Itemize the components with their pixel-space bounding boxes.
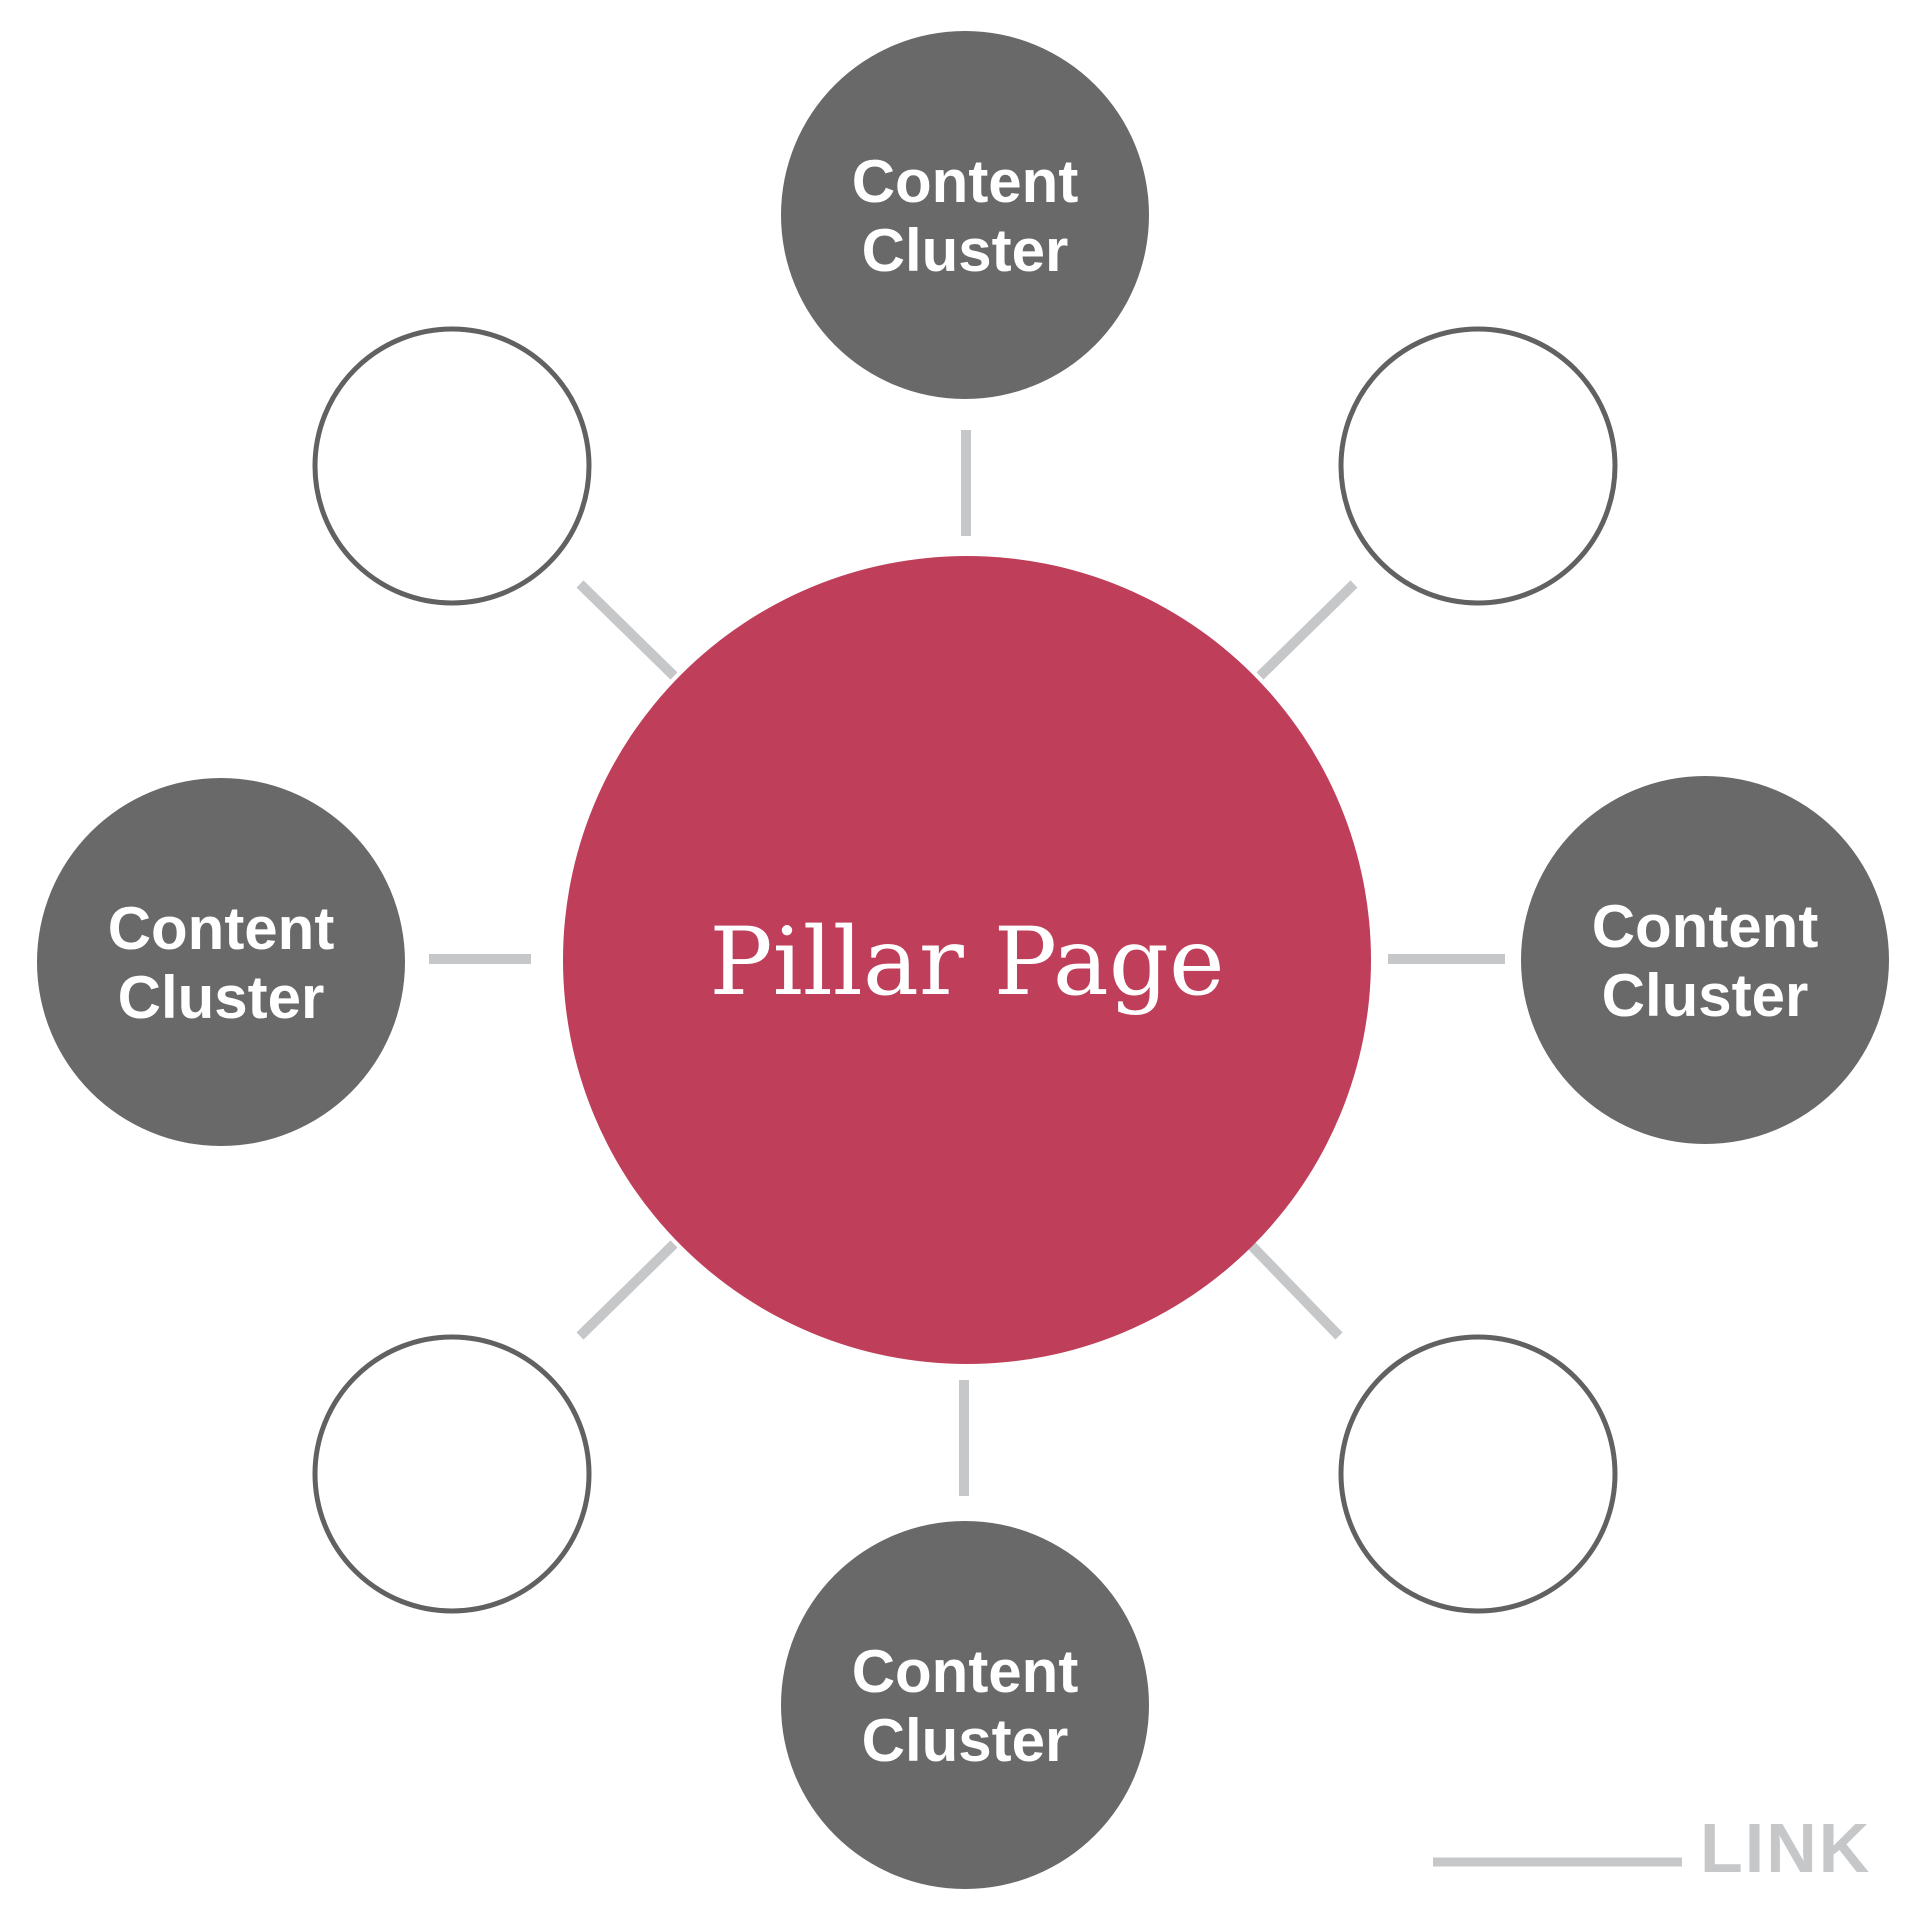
cluster-node-right: Content Cluster xyxy=(1521,776,1889,1144)
cluster-node-left-label-line2: Cluster xyxy=(118,964,325,1031)
cluster-node-left-circle xyxy=(37,778,405,1146)
cluster-node-bottom: Content Cluster xyxy=(781,1521,1149,1889)
connector-top-right xyxy=(1256,580,1358,680)
cluster-node-right-label-line1: Content xyxy=(1592,893,1819,960)
empty-node-bottom-left xyxy=(312,1334,592,1614)
cluster-node-bottom-circle xyxy=(781,1521,1149,1889)
empty-node-top-right xyxy=(1338,326,1618,606)
cluster-node-top-label-line2: Cluster xyxy=(862,217,1069,284)
cluster-node-left: Content Cluster xyxy=(37,778,405,1146)
legend: LINK xyxy=(1433,1809,1871,1887)
empty-node-bottom-right xyxy=(1338,1334,1618,1614)
connector-bottom-right xyxy=(1248,1242,1343,1340)
legend-link-label: LINK xyxy=(1700,1809,1871,1887)
cluster-node-top-label-line1: Content xyxy=(852,148,1079,215)
empty-node-top-left xyxy=(312,326,592,606)
cluster-node-top-circle xyxy=(781,31,1149,399)
cluster-node-top: Content Cluster xyxy=(781,31,1149,399)
cluster-node-bottom-label-line2: Cluster xyxy=(862,1707,1069,1774)
cluster-node-left-label-line1: Content xyxy=(108,895,335,962)
pillar-page-node: Pillar Page xyxy=(563,556,1371,1364)
connector-top-left xyxy=(576,580,678,680)
cluster-node-bottom-label-line1: Content xyxy=(852,1638,1079,1705)
cluster-node-right-label-line2: Cluster xyxy=(1602,962,1809,1029)
pillar-page-circle xyxy=(563,556,1371,1364)
pillar-page-label: Pillar Page xyxy=(709,908,1224,1017)
connector-bottom-left xyxy=(576,1240,678,1340)
cluster-node-right-circle xyxy=(1521,776,1889,1144)
